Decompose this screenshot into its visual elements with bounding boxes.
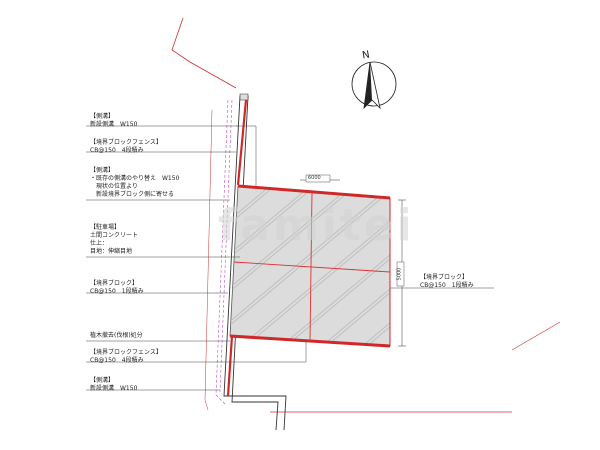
label-tree-removal: 植木撤去(伐根)処分 [90,332,143,340]
label-block-right-line: 【境界ブロック】 [420,274,469,281]
label-gutter-replace-line: ・既存の側溝のやり替え W150 [90,175,180,182]
label-block-right-line: CB@150 1段積み [420,282,474,289]
block-edge-top [237,184,391,200]
watermark: famitei [218,200,415,251]
label-block-left: 【境界ブロック】CB@150 1段積み [90,280,144,296]
label-fence-top-line: 【境界ブロックフェンス】 [90,139,162,146]
fence-segment-top [236,99,248,186]
label-gutter-top: 【側溝】新設側溝 W150 [90,113,137,129]
label-gutter-bottom-line: 新設側溝 W150 [90,385,138,392]
wall-cap-top [239,93,249,101]
label-fence-top: 【境界ブロックフェンス】CB@150 4段積み [90,139,162,155]
label-gutter-replace: 【側溝】・既存の側溝のやり替え W150 現状の位置より 新設境界ブロック側に寄… [90,167,179,199]
label-fence-bottom: 【境界ブロックフェンス】CB@150 4段積み [90,349,162,365]
label-gutter-replace-line: 【側溝】 [90,167,115,174]
gutter-outline-outer [215,99,229,406]
north-arrow-icon [351,61,397,110]
north-label: N [361,49,370,61]
dim-text-depth: 5000 [396,267,403,281]
fence-segment-bottom [226,335,234,397]
label-gutter-bottom: 【側溝】新設側溝 W150 [90,377,137,393]
dim-box-depth [396,261,405,287]
label-block-left-line: 【境界ブロック】 [90,280,139,287]
label-parking: 【駐車場】土間コンクリート仕上：目地：伸縮目地 [90,224,138,256]
dim-text-width: 6000 [308,175,321,181]
label-gutter-top-line: 新設側溝 W150 [90,121,138,128]
label-block-left-line: CB@150 1段積み [90,288,144,295]
label-gutter-replace-line: 現状の位置より [90,183,138,190]
label-gutter-replace-line: 新設境界ブロック側に寄せる [90,191,175,198]
label-fence-bottom-line: CB@150 4段積み [90,357,144,364]
property-boundary-line [171,17,237,89]
label-block-right: 【境界ブロック】CB@150 1段積み [420,274,474,290]
west-boundary-line [204,109,213,411]
label-parking-line: 目地：伸縮目地 [90,248,133,255]
expansion-joint-horizontal [233,261,391,273]
label-parking-line: 土間コンクリート [90,232,139,239]
label-parking-line: 仕上： [90,240,109,247]
dim-box-width [305,174,331,183]
label-gutter-top-line: 【側溝】 [90,113,115,120]
boundary-wall-outer [223,95,287,431]
gutter-outline-inner [219,99,233,393]
label-fence-bottom-line: 【境界ブロックフェンス】 [90,349,162,356]
east-boundary-line [511,321,561,351]
label-fence-top-line: CB@150 4段積み [90,147,144,154]
label-tree-removal-line: 植木撤去(伐根)処分 [90,332,143,339]
label-parking-line: 【駐車場】 [90,224,121,231]
label-gutter-bottom-line: 【側溝】 [90,377,115,384]
